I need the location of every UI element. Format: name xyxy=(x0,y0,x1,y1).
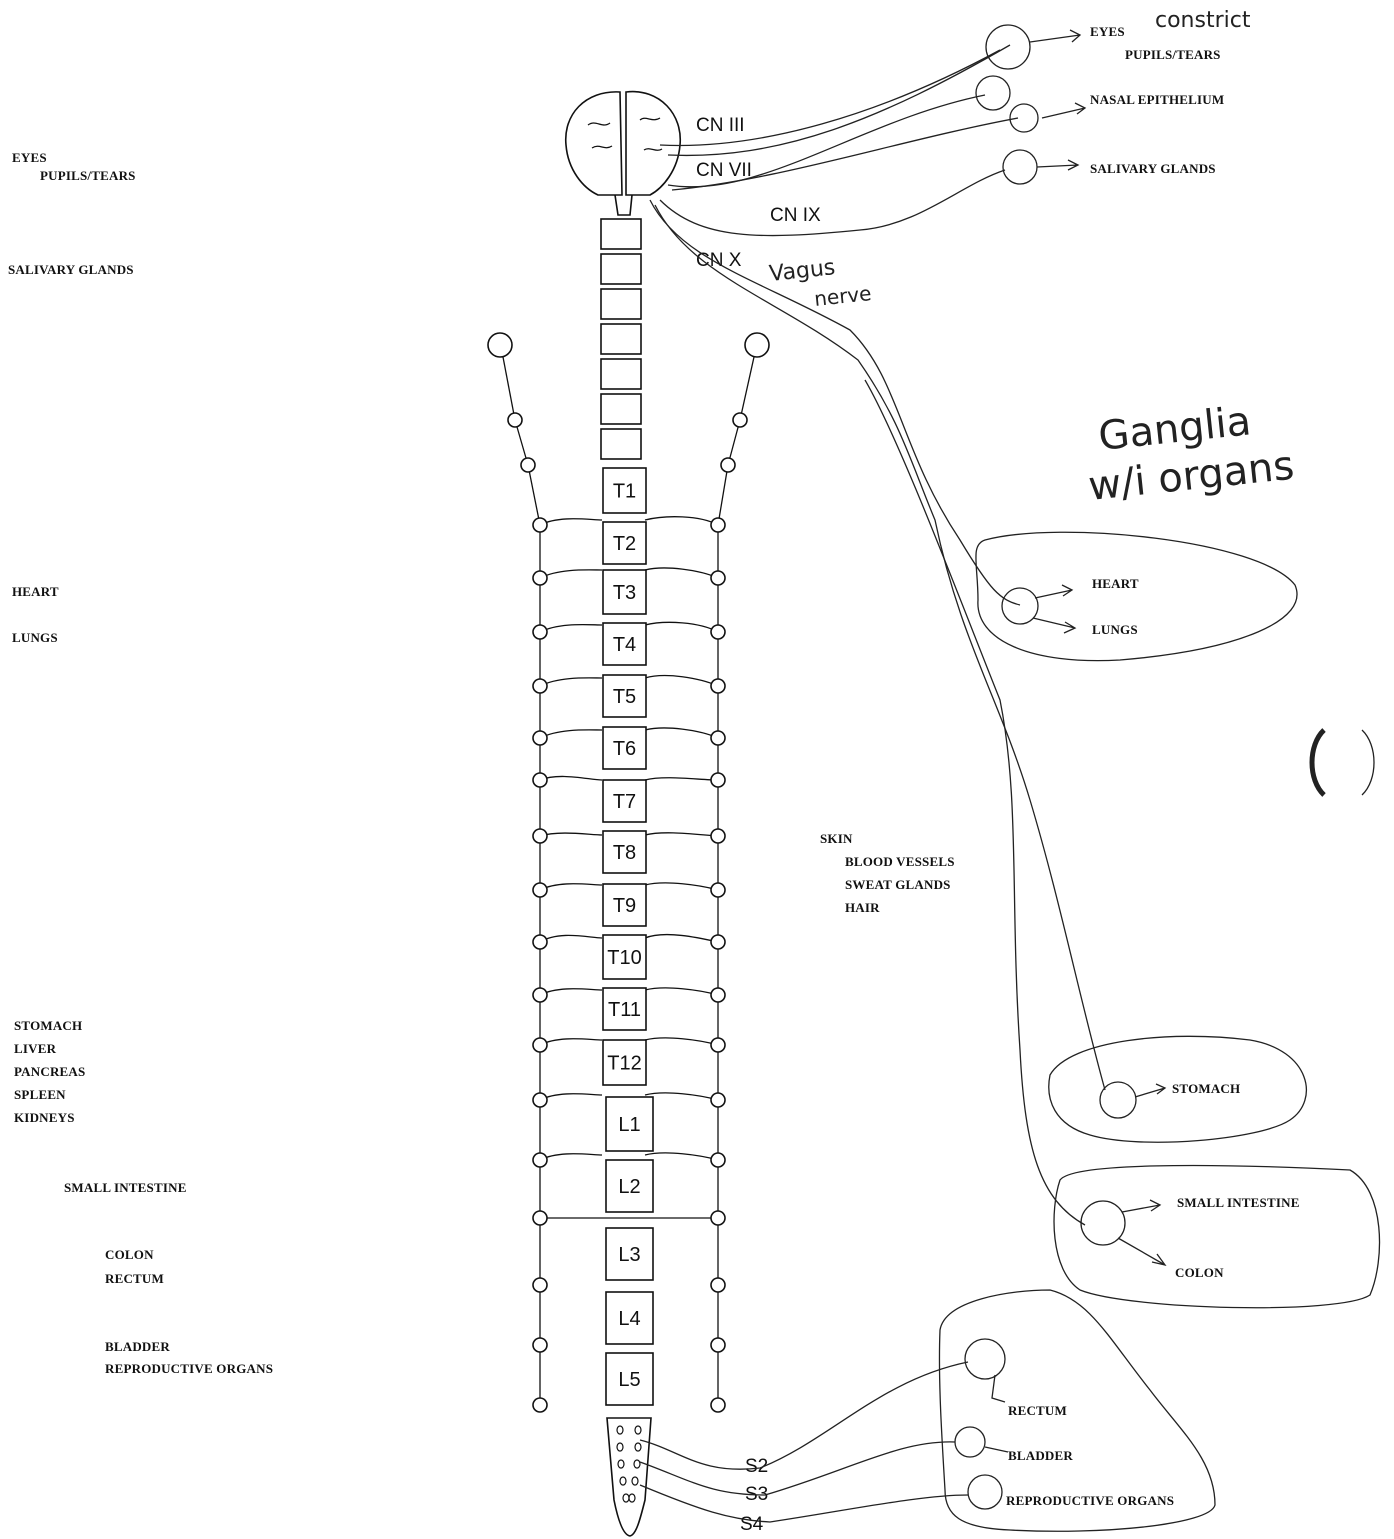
segment-label-t5: T5 xyxy=(613,686,636,708)
left-pancreas: PANCREAS xyxy=(14,1064,85,1080)
salivary-ganglion xyxy=(1003,150,1037,184)
segment-label-t4: T4 xyxy=(613,634,636,656)
mid-skin: SKIN xyxy=(820,831,853,847)
left-small-intestine: SMALL INTESTINE xyxy=(64,1180,187,1196)
bladder-ganglion xyxy=(955,1427,985,1457)
nasal-ganglion xyxy=(1010,104,1038,132)
right-lungs: LUNGS xyxy=(1092,622,1138,638)
stomach-ganglion xyxy=(1100,1082,1136,1118)
segment-label-l5: L5 xyxy=(618,1369,640,1391)
left-pupils-tears: PUPILS/TEARS xyxy=(40,168,136,184)
right-salivary: SALIVARY GLANDS xyxy=(1090,161,1216,177)
segment-label-l4: L4 xyxy=(618,1308,640,1330)
segment-label-l2: L2 xyxy=(618,1176,640,1198)
segment-label-l1: L1 xyxy=(618,1114,640,1136)
left-eyes: EYES xyxy=(12,150,47,166)
mid-sweat-glands: SWEAT GLANDS xyxy=(845,877,951,893)
segment-label-t3: T3 xyxy=(613,582,636,604)
brain-right-hemisphere xyxy=(626,92,680,195)
segment-label-t11: T11 xyxy=(608,999,641,1021)
left-colon: COLON xyxy=(105,1247,154,1263)
left-lungs: LUNGS xyxy=(12,630,58,646)
right-eyes: EYES xyxy=(1090,24,1125,40)
left-spleen: SPLEEN xyxy=(14,1087,66,1103)
segment-label-t8: T8 xyxy=(613,842,636,864)
right-rectum: RECTUM xyxy=(1008,1403,1067,1419)
right-bladder: BLADDER xyxy=(1008,1448,1073,1464)
left-salivary: SALIVARY GLANDS xyxy=(8,262,134,278)
segment-label-t2: T2 xyxy=(613,533,636,555)
cn7-label: CN VII xyxy=(696,160,752,181)
pterygopalatine-ganglion xyxy=(976,76,1010,110)
heart-lung-loop xyxy=(976,532,1297,660)
right-nasal: NASAL EPITHELIUM xyxy=(1090,92,1224,108)
sacral-cord xyxy=(607,1418,651,1536)
intestine-loop xyxy=(1054,1166,1380,1308)
segment-label-t1: T1 xyxy=(613,481,636,503)
segment-label-t9: T9 xyxy=(613,895,636,917)
right-reproductive: REPRODUCTIVE ORGANS xyxy=(1006,1493,1174,1509)
left-rectum: RECTUM xyxy=(105,1271,164,1287)
segment-label-l3: L3 xyxy=(618,1244,640,1266)
cn3-label: CN III xyxy=(696,115,745,136)
right-heart: HEART xyxy=(1092,576,1139,592)
segment-label-t12: T12 xyxy=(607,1053,641,1075)
cn9-label: CN IX xyxy=(770,205,821,226)
vagus-note-2: nerve xyxy=(813,281,873,311)
mid-hair: HAIR xyxy=(845,900,880,916)
right-colon: COLON xyxy=(1175,1265,1224,1281)
reproductive-ganglion xyxy=(968,1475,1002,1509)
rectum-ganglion xyxy=(965,1339,1005,1379)
heart-lung-ganglion xyxy=(1002,588,1038,624)
segment-label-t6: T6 xyxy=(613,738,636,760)
mid-blood-vessels: BLOOD VESSELS xyxy=(845,854,955,870)
handdrawn-pathways xyxy=(640,25,1380,1531)
left-liver: LIVER xyxy=(14,1041,56,1057)
left-bladder: BLADDER xyxy=(105,1339,170,1355)
segment-label-t10: T10 xyxy=(607,947,641,969)
right-pupils-tears: PUPILS/TEARS xyxy=(1125,47,1221,63)
vagus-note-1: Vagus xyxy=(768,255,836,287)
left-stomach: STOMACH xyxy=(14,1018,82,1034)
s4-label: S4 xyxy=(740,1514,764,1535)
right-stomach: STOMACH xyxy=(1172,1081,1240,1097)
left-kidneys: KIDNEYS xyxy=(14,1110,75,1126)
segment-label-t7: T7 xyxy=(613,791,636,813)
left-heart: HEART xyxy=(12,584,59,600)
right-small-intestine: SMALL INTESTINE xyxy=(1177,1195,1300,1211)
eyes-ganglion xyxy=(986,25,1030,69)
cervical-segments xyxy=(601,219,641,459)
left-reproductive: REPRODUCTIVE ORGANS xyxy=(105,1361,273,1377)
eyes-scribble: constrict xyxy=(1155,8,1251,33)
brain-left-hemisphere xyxy=(566,92,622,195)
